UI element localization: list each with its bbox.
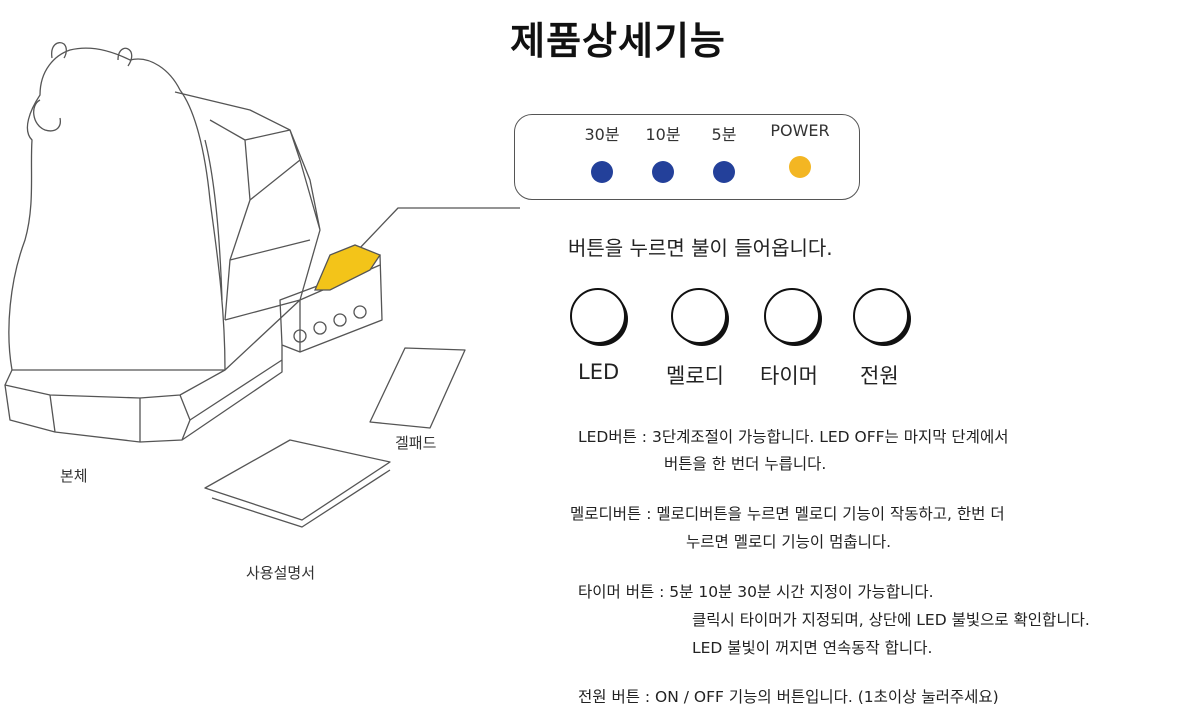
power-desc-line1: 전원 버튼 : ON / OFF 기능의 버튼입니다. (1초이상 눌러주세요): [578, 688, 999, 706]
indicator-30min: 30분: [567, 121, 637, 183]
led-button-label: LED: [578, 360, 620, 384]
gelpad-label: 겔패드: [395, 434, 437, 452]
indicator-power-dot: [789, 156, 811, 178]
indicator-power: POWER: [760, 121, 840, 178]
power-button-label: 전원: [860, 364, 899, 388]
timer-desc-line2: 클릭시 타이머가 지정되며, 상단에 LED 불빛으로 확인합니다.: [692, 611, 1090, 629]
timer-button-label: 타이머: [760, 364, 818, 388]
bear-ear-right: [117, 47, 133, 67]
led-desc-line2: 버튼을 한 번더 누릅니다.: [664, 455, 827, 473]
melody-button-label: 멜로디: [666, 364, 724, 388]
gelpad-shape: [369, 347, 466, 429]
page-title: 제품상세기능: [510, 19, 726, 63]
timer-button-graphic: [764, 288, 822, 346]
bear-ear-left: [51, 42, 67, 59]
melody-desc-line1: 멜로디버튼 : 멜로디버튼을 누르면 멜로디 기능이 작동하고, 한번 더: [570, 505, 1005, 523]
indicator-30min-dot: [591, 161, 613, 183]
indicator-10min: 10분: [628, 121, 698, 183]
body-label: 본체: [60, 467, 88, 485]
timer-desc-line1: 타이머 버튼 : 5분 10분 30분 시간 지정이 가능합니다.: [578, 583, 934, 601]
melody-button-graphic: [671, 288, 729, 346]
indicator-5min-label: 5분: [711, 125, 737, 144]
timer-desc-line3: LED 불빛이 꺼지면 연속동작 합니다.: [692, 639, 933, 657]
bear-snout: [33, 99, 61, 132]
headline-text: 버튼을 누르면 불이 들어옵니다.: [568, 236, 833, 260]
yellow-panel: [314, 244, 381, 291]
base-outline: [4, 369, 226, 399]
indicator-10min-label: 10분: [645, 125, 681, 144]
indicator-10min-dot: [652, 161, 674, 183]
indicator-30min-label: 30분: [584, 125, 620, 144]
manual-shape: [204, 439, 391, 521]
melody-desc-line2: 누르면 멜로디 기능이 멈춥니다.: [686, 533, 892, 551]
bear-body-outline: [8, 47, 226, 371]
power-button-graphic: [853, 288, 911, 346]
product-illustration: [4, 42, 520, 528]
indicator-panel: 30분 10분 5분 POWER: [514, 114, 860, 200]
indicator-5min-dot: [713, 161, 735, 183]
led-desc-line1: LED버튼 : 3단계조절이 가능합니다. LED OFF는 마지막 단계에서: [578, 428, 1009, 446]
faceted-block: [174, 91, 321, 371]
leader-line: [357, 207, 520, 251]
led-button-graphic: [570, 288, 628, 346]
manual-label: 사용설명서: [246, 564, 316, 582]
indicator-power-label: POWER: [770, 121, 830, 140]
indicator-5min: 5분: [689, 121, 759, 183]
